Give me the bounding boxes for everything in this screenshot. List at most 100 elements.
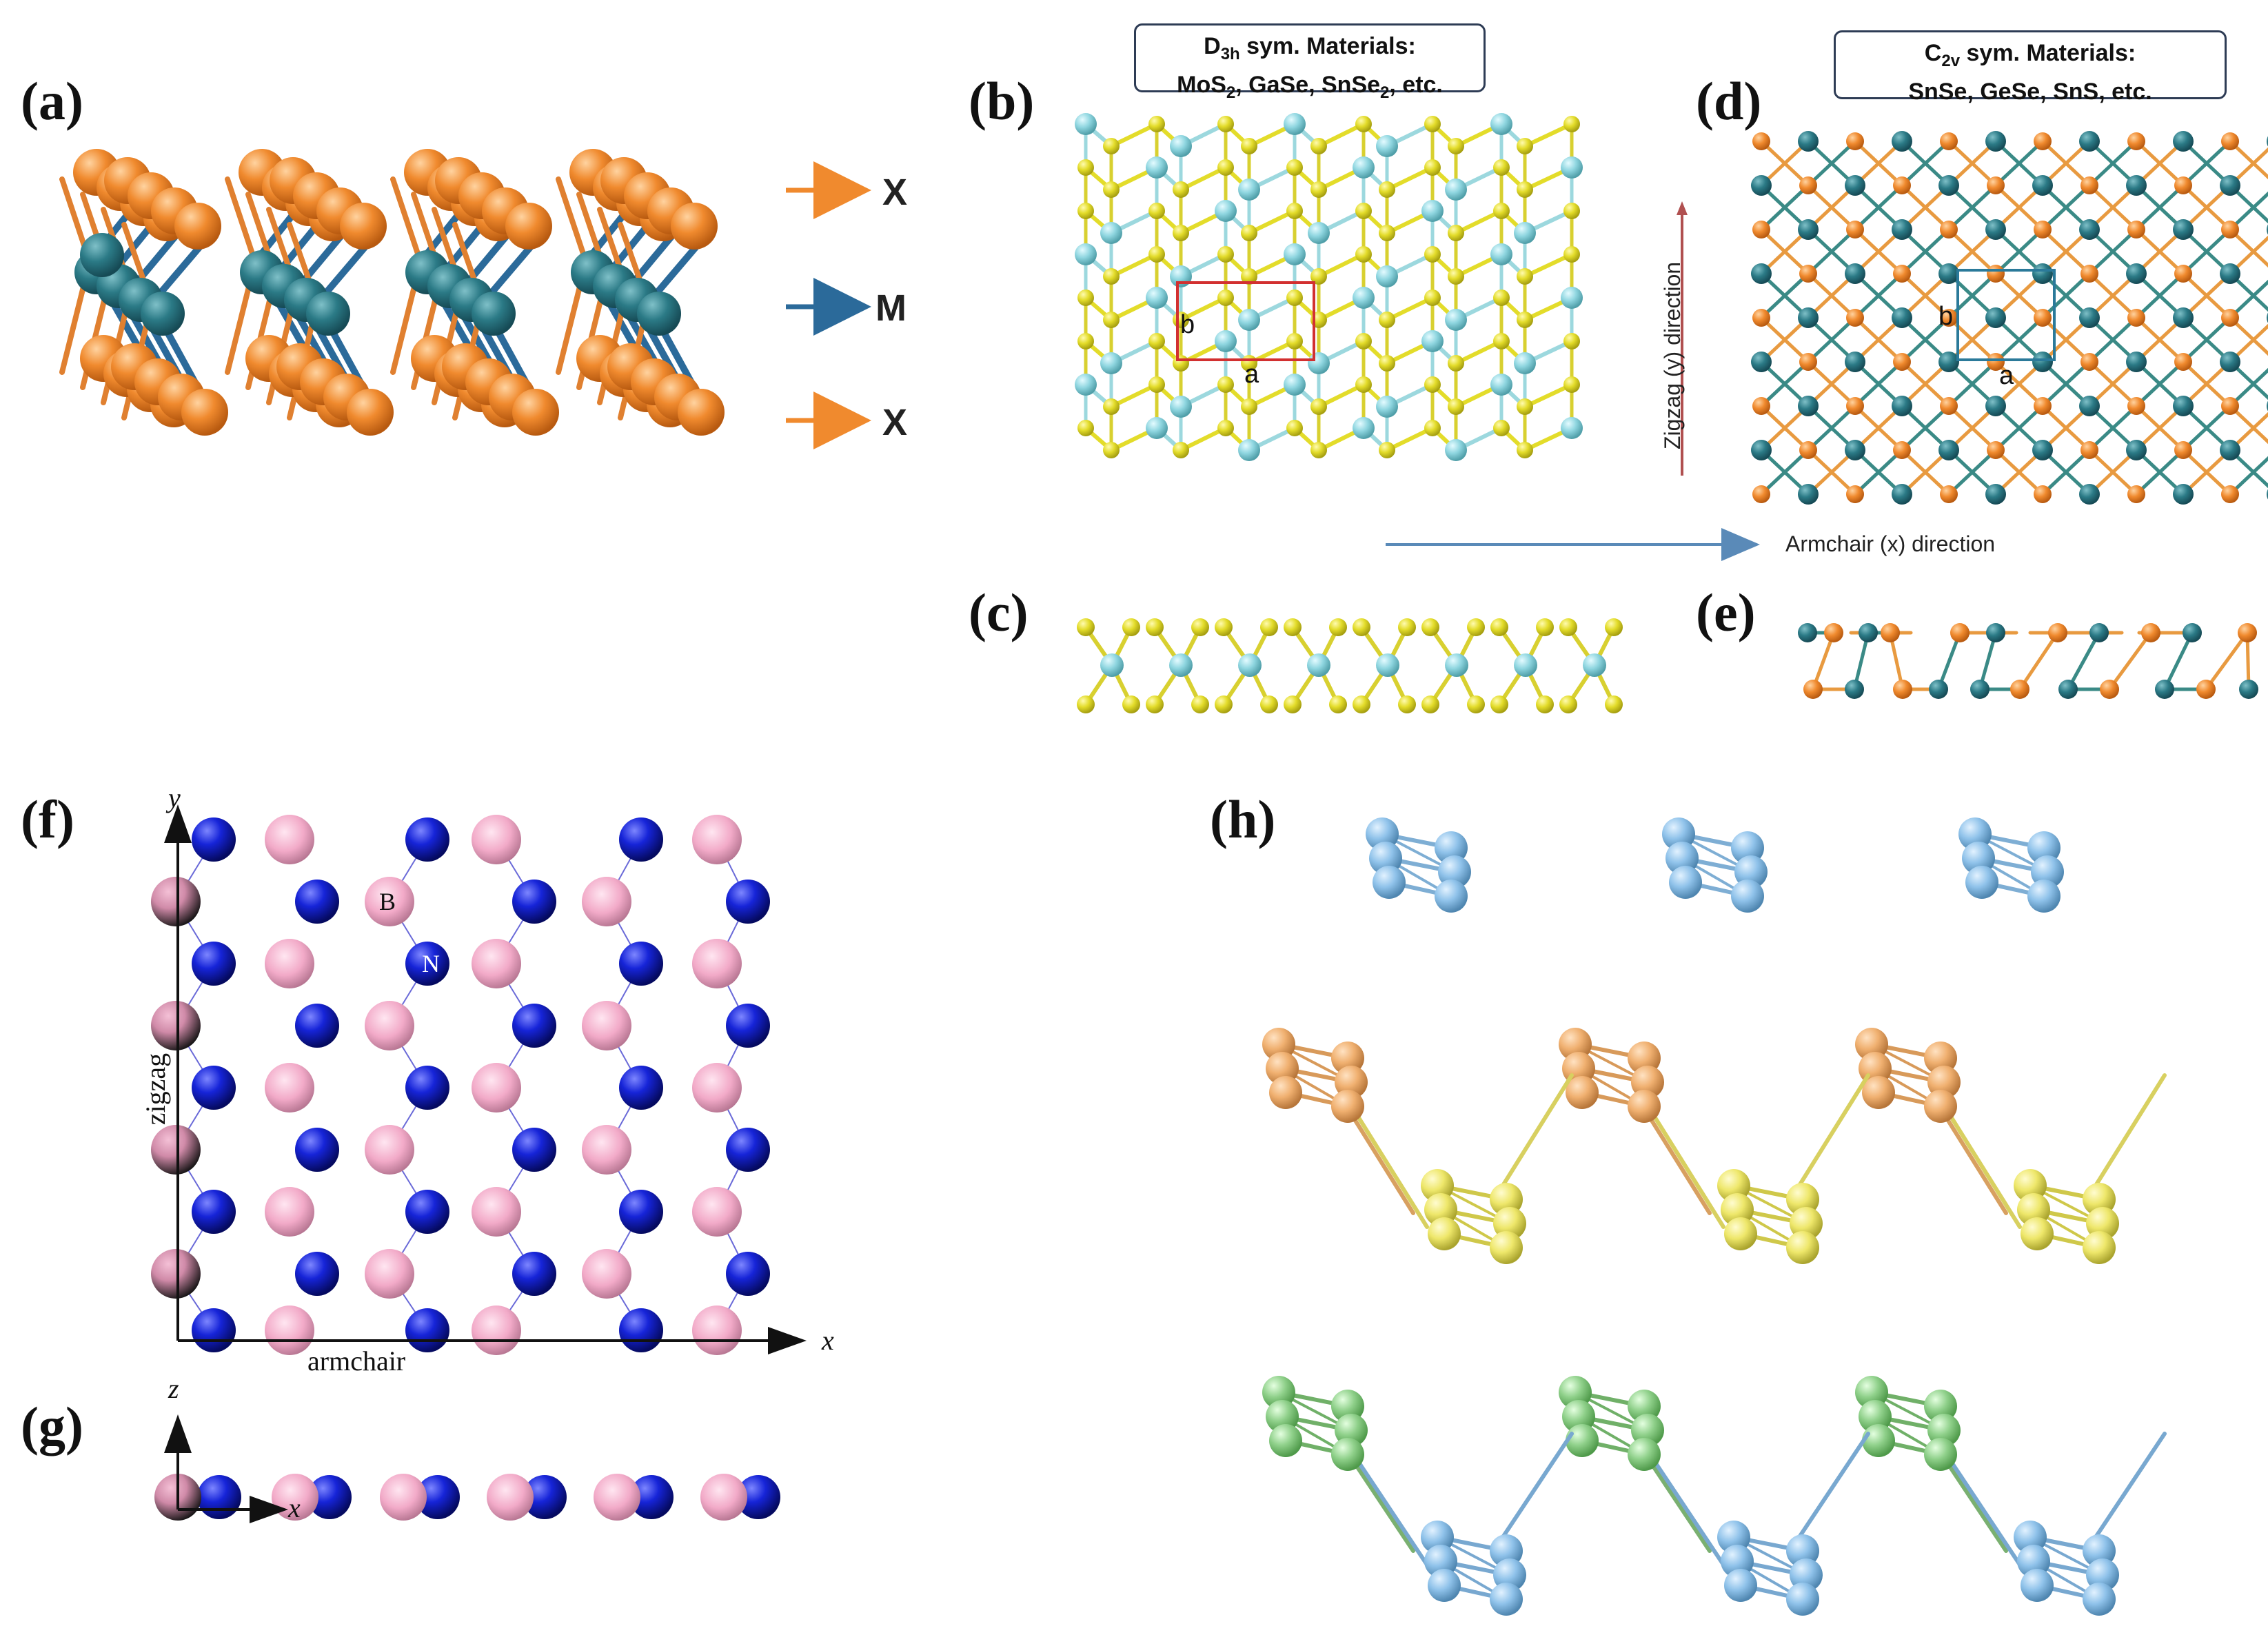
atom <box>1734 855 1768 888</box>
x-atom <box>2221 485 2239 503</box>
m-atom <box>1892 396 1912 416</box>
boron-atom <box>265 1063 314 1112</box>
atom <box>2021 1569 2054 1602</box>
cell-d-label-a: a <box>1999 361 2014 390</box>
boron-atom <box>582 1249 631 1299</box>
x-atom <box>1077 618 1095 636</box>
m-atom <box>1798 623 1817 642</box>
bond <box>1994 183 2045 232</box>
x-atom <box>1605 695 1623 713</box>
m-atom <box>1970 680 1989 699</box>
bond <box>2018 631 2060 691</box>
x-atom <box>1379 355 1395 372</box>
x-atom <box>1448 225 1464 241</box>
x-atom <box>1893 680 1912 699</box>
bond <box>1356 1459 1429 1567</box>
m-atom <box>2126 440 2147 460</box>
m-atom <box>1751 175 1772 196</box>
bond <box>2041 272 2092 320</box>
x-atom <box>1329 618 1347 636</box>
m-atom <box>1238 439 1260 461</box>
nitrogen-atom <box>726 880 770 924</box>
bond <box>1853 272 1904 320</box>
atom <box>1717 1521 1750 1554</box>
bond <box>1797 1073 1870 1188</box>
bond <box>1806 360 1857 408</box>
atom <box>1435 831 1468 864</box>
bond <box>2181 272 2232 320</box>
x-atom <box>1103 312 1120 328</box>
m-atom <box>1445 439 1467 461</box>
atom <box>1438 855 1471 888</box>
atom <box>2083 1534 2116 1567</box>
x-atom <box>1122 695 1140 713</box>
nitrogen-atom <box>405 942 449 986</box>
atom <box>1566 1424 1599 1457</box>
atom <box>1924 1090 1957 1123</box>
bond <box>1179 426 1228 452</box>
x-atom <box>1752 132 1770 150</box>
x-atom <box>1353 618 1370 636</box>
x-atom <box>1424 116 1441 132</box>
m-atom <box>2173 484 2194 505</box>
x-atom <box>1286 289 1303 306</box>
panel-f-hbn-top-view <box>151 815 770 1355</box>
m-atom <box>1985 396 2006 416</box>
m-atom <box>1561 417 1583 439</box>
zigzag-label: zigzag <box>140 1053 171 1126</box>
cell-d-label-b: b <box>1938 302 1954 331</box>
bond <box>1523 252 1574 278</box>
bond <box>2181 183 2232 232</box>
atom <box>1628 1390 1661 1423</box>
atom <box>1786 1583 1819 1616</box>
atom <box>2014 1521 2047 1554</box>
x-atom <box>2174 353 2192 371</box>
panel-label-a: (a) <box>21 71 83 131</box>
atom <box>1786 1534 1819 1567</box>
x-atom <box>1893 176 1911 194</box>
m-atom <box>1238 179 1260 201</box>
d3h-materials: MoS2, GaSe, SnSe2, etc. <box>1177 71 1443 102</box>
boron-atom <box>365 877 414 926</box>
bond <box>2087 316 2138 364</box>
boron-atom <box>472 1305 521 1355</box>
x-atom <box>1310 181 1327 198</box>
x-atom <box>2034 397 2052 415</box>
atom <box>1428 1569 1461 1602</box>
x-atom <box>1987 441 2005 459</box>
atom <box>1962 842 1995 875</box>
m-atom <box>1075 113 1097 135</box>
atom <box>1924 1438 1957 1471</box>
nitrogen-atom <box>197 1475 241 1519</box>
boron-atom <box>594 1474 640 1521</box>
m-atom <box>1170 265 1192 287</box>
m-atom <box>1561 287 1583 309</box>
boron-atom <box>151 1249 201 1299</box>
m-atom <box>1169 653 1193 677</box>
boron-atom <box>265 939 314 988</box>
bond <box>1109 383 1159 409</box>
bond <box>2094 1073 2167 1188</box>
bond <box>2134 404 2185 452</box>
boron-atom <box>365 1001 414 1050</box>
m-atom <box>1798 307 1819 328</box>
m-atom <box>1583 653 1606 677</box>
x-atom <box>1517 268 1533 285</box>
m-atom <box>2079 396 2100 416</box>
panel-h-stacked-structures <box>1262 817 2167 1616</box>
m-atom <box>2079 131 2100 152</box>
c2v-title: C2v sym. Materials: <box>1924 40 2136 70</box>
bond <box>2181 360 2232 408</box>
m-atom <box>1215 330 1237 352</box>
x-atom <box>1448 268 1464 285</box>
bond <box>1853 360 1904 408</box>
nitrogen-atom <box>726 1128 770 1172</box>
x-atom <box>512 389 559 436</box>
x-atom <box>2127 485 2145 503</box>
x-atom <box>1563 246 1580 263</box>
bond <box>390 176 423 265</box>
bond <box>2181 404 2232 452</box>
x-atom <box>1217 420 1234 436</box>
x-atom <box>1799 441 1817 459</box>
x-atom <box>1424 420 1441 436</box>
